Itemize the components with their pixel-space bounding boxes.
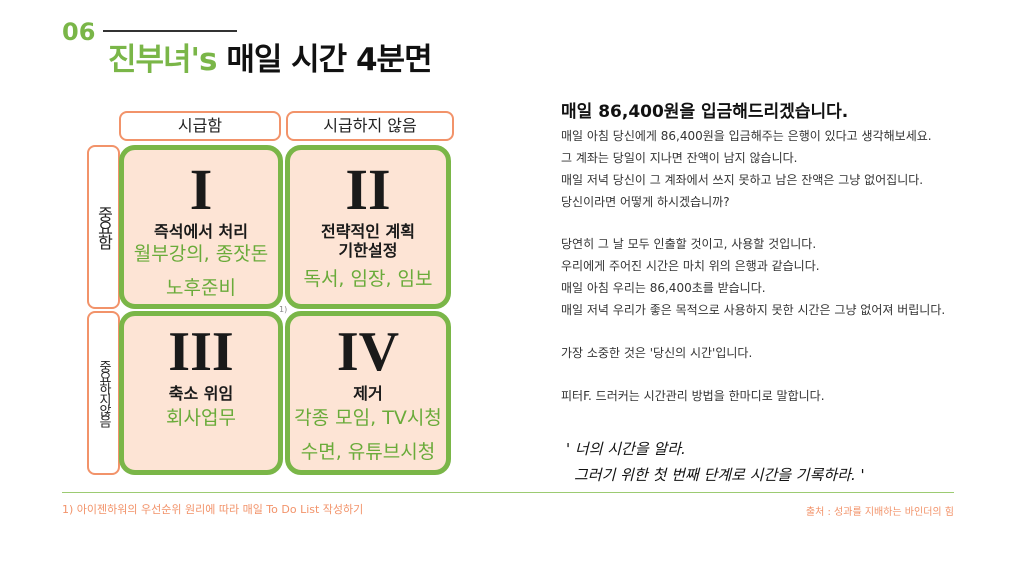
- quadrant-1-example: 노후준비: [166, 277, 236, 299]
- text-line: 당신이라면 어떻게 하시겠습니까?: [561, 195, 730, 209]
- text-line: 매일 아침 우리는 86,400초를 받습니다.: [561, 281, 766, 295]
- quadrant-4-example: 수면, 유튜브시청: [300, 441, 436, 463]
- quadrant-4: IV 제거 각종 모임, TV시청 수면, 유튜브시청: [285, 311, 451, 475]
- paragraph-4: 피터F. 드러커는 시간관리 방법을 한마디로 말합니다.: [561, 389, 825, 403]
- quadrant-4-title: 제거: [353, 384, 383, 403]
- section-number-line: [103, 30, 237, 32]
- quadrant-3: III 축소 위임 회사업무: [119, 311, 283, 475]
- row-header-not-important: 중요하지않음: [87, 311, 120, 475]
- footnote: 1) 아이젠하워의 우선순위 원리에 따라 매일 To Do List 작성하기: [62, 503, 364, 516]
- source-credit: 출처 : 성과를 지배하는 바인더의 힘: [805, 507, 954, 518]
- quote-line: ' 너의 시간을 알라.: [566, 440, 686, 458]
- col-header-urgent: 시급함: [119, 111, 281, 141]
- page-title-main: 매일 시간 4분면: [226, 42, 432, 78]
- quadrant-2-title: 전략적인 계획: [321, 222, 415, 241]
- quote: ' 너의 시간을 알라. 그러기 위한 첫 번째 단계로 시간을 기록하라. ': [566, 436, 865, 488]
- paragraph-3: 가장 소중한 것은 '당신의 시간'입니다.: [561, 346, 753, 360]
- text-line: 매일 아침 당신에게 86,400원을 입금해주는 은행이 있다고 생각해보세요…: [561, 129, 932, 143]
- quadrant-4-example: 각종 모임, TV시청: [294, 407, 442, 429]
- paragraph-1: 매일 아침 당신에게 86,400원을 입금해주는 은행이 있다고 생각해보세요…: [561, 125, 932, 213]
- section-number: 06: [62, 18, 96, 46]
- quadrant-1: I 즉석에서 처리 월부강의, 종잣돈 노후준비: [119, 145, 283, 309]
- quadrant-2: II 전략적인 계획 기한설정 독서, 임장, 임보: [285, 145, 451, 309]
- row-header-important-label: 중요함: [94, 206, 114, 248]
- quadrant-2-example: 독서, 임장, 임보: [303, 268, 433, 290]
- row-header-not-important-label: 중요하지않음: [96, 360, 111, 426]
- quadrant-3-example: 회사업무: [166, 407, 236, 429]
- quadrant-1-title: 즉석에서 처리: [154, 222, 248, 241]
- quadrant-3-title: 축소 위임: [168, 384, 234, 403]
- text-line: 당연히 그 날 모두 인출할 것이고, 사용할 것입니다.: [561, 237, 817, 251]
- quadrant-1-example: 월부강의, 종잣돈: [133, 243, 269, 265]
- row-header-important: 중요함: [87, 145, 120, 309]
- text-line: 그 계좌는 당일이 지나면 잔액이 남지 않습니다.: [561, 151, 798, 165]
- quadrant-3-numeral: III: [168, 321, 234, 383]
- quote-line: 그러기 위한 첫 번째 단계로 시간을 기록하라. ': [574, 466, 865, 484]
- text-line: 매일 저녁 당신이 그 계좌에서 쓰지 못하고 남은 잔액은 그냥 없어집니다.: [561, 173, 924, 187]
- footnote-marker: 1): [279, 305, 288, 314]
- text-line: 우리에게 주어진 시간은 마치 위의 은행과 같습니다.: [561, 259, 820, 273]
- quadrant-2-title: 기한설정: [338, 241, 398, 260]
- col-header-not-urgent: 시급하지 않음: [286, 111, 454, 141]
- quadrant-1-numeral: I: [189, 157, 213, 222]
- page-title: 진부녀's 매일 시간 4분면: [108, 34, 433, 79]
- quadrant-4-numeral: IV: [336, 321, 400, 383]
- paragraph-2: 당연히 그 날 모두 인출할 것이고, 사용할 것입니다. 우리에게 주어진 시…: [561, 233, 945, 321]
- quadrant-2-numeral: II: [345, 157, 391, 222]
- page-title-highlight: 진부녀's: [108, 42, 218, 78]
- text-line: 매일 저녁 우리가 좋은 목적으로 사용하지 못한 시간은 그냥 없어져 버립니…: [561, 303, 946, 317]
- footer-divider: [62, 492, 954, 493]
- section-heading: 매일 86,400원을 입금해드리겠습니다.: [561, 102, 849, 122]
